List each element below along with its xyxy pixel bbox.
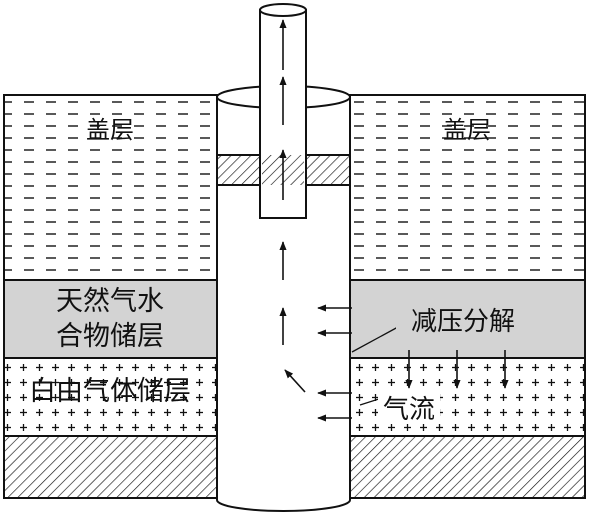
hydrate-layer-left: [4, 280, 217, 358]
flow-arrow-icon: [284, 369, 306, 393]
hydrate-layer-label-line1: 天然气水: [56, 286, 164, 317]
upward-flow-arrows: [279, 19, 306, 393]
hydrate-layer-label-line2: 合物储层: [56, 321, 164, 352]
gas-flow-label: 气流: [383, 395, 435, 425]
free-gas-layer-label: 白由气体储层: [29, 376, 191, 407]
wellbore-bottom-ellipse: [216, 499, 351, 512]
inflow-arrows: [317, 304, 352, 422]
basement-layer-left: [4, 436, 217, 498]
right-strata: [349, 94, 586, 499]
decomposition-arrows: [405, 350, 509, 389]
cap-layer-right: [350, 95, 585, 280]
free-gas-layer-left: [4, 358, 217, 436]
cap-layer-left: [4, 95, 217, 280]
cap-label-right: 盖层: [443, 116, 491, 144]
decompression-label: 减压分解: [411, 307, 515, 337]
cap-label-left: 盖层: [86, 116, 134, 144]
basement-layer-right: [350, 436, 585, 498]
